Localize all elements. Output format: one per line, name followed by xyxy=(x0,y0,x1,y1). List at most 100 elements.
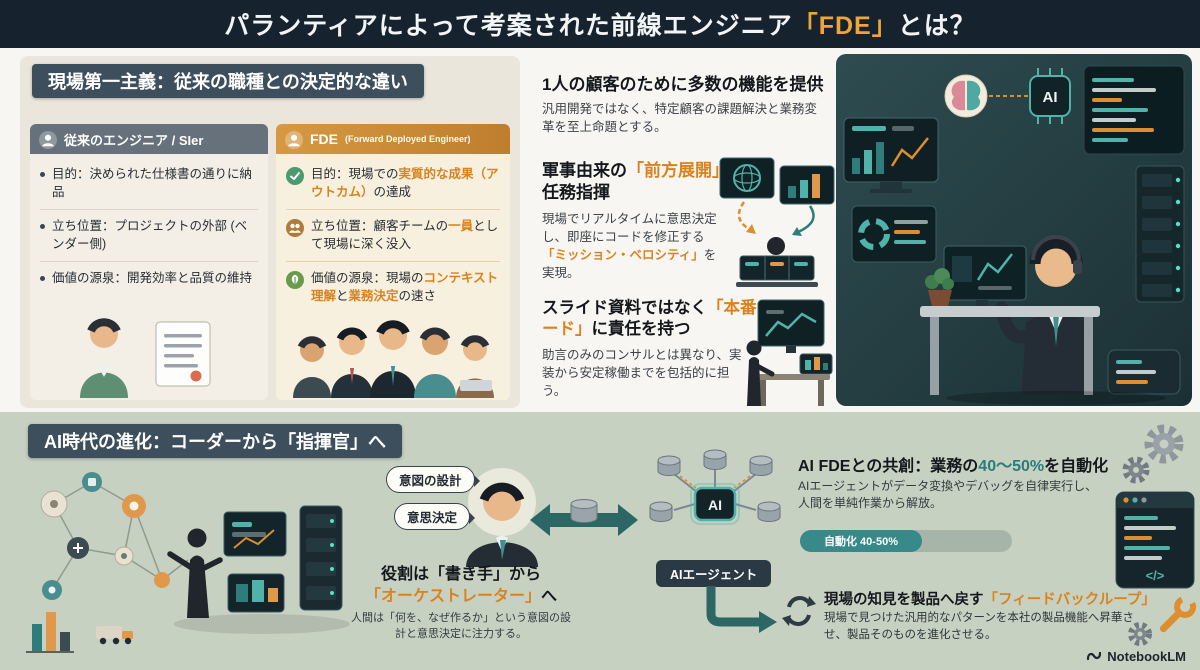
point3-title: スライド資料ではなく「本番コード」に責任を持つ xyxy=(542,298,782,340)
database-icon xyxy=(657,455,681,476)
role-heading: 役割は「書き手」から「オーケストレーター」へ xyxy=(346,564,576,607)
truck-icon xyxy=(96,626,133,645)
database-icon xyxy=(649,501,673,522)
bullet-text-pre: 立ち位置：顧客チームの xyxy=(311,219,449,233)
feedback-loop-icon xyxy=(780,592,818,630)
ai-hub-illustration: AI xyxy=(636,446,794,558)
floor-shadow xyxy=(946,391,1166,405)
point3-title-pre: スライド資料ではなく xyxy=(542,299,707,317)
bullet-text: 目的：決められた仕様書の通りに納品 xyxy=(52,167,253,199)
globe-monitor-icon xyxy=(719,157,775,199)
check-icon xyxy=(286,167,304,185)
monitor-cluster-illustration xyxy=(223,505,343,613)
point2-body-highlight: 「ミッション・ベロシティ」 xyxy=(542,248,704,263)
code-panel-illustration xyxy=(1083,65,1185,155)
mini-bar-chart xyxy=(26,612,74,653)
bullet-text: 立ち位置：顧客チームの一員として現場に深く没入 xyxy=(311,218,500,253)
notebooklm-logo-icon xyxy=(1087,651,1102,661)
commander-illustration xyxy=(452,462,552,567)
automation-progress-label: 自動化 40-50% xyxy=(824,536,898,548)
point1-title: 1人の顧客のために多数の機能を提供 xyxy=(542,75,824,94)
bullet-text: 立ち位置：プロジェクトの外部 (ベンダー側) xyxy=(52,219,248,251)
automation-progress-fill: 自動化 40-50% xyxy=(800,530,922,552)
bullet-text-post: として現場に深く没入 xyxy=(311,219,499,251)
header-bar: パランティアによって考案された前線エンジニア「FDE」とは？ xyxy=(0,0,1200,48)
cocreation-title-highlight: 40〜50% xyxy=(978,458,1045,475)
feedback-title-pre: 現場の知見を製品へ戻す xyxy=(824,592,984,608)
wrench-icon xyxy=(1159,595,1197,633)
point2-body: 現場でリアルタイムに意思決定し、即座にコードを修正する「ミッション・ベロシティ」… xyxy=(542,210,725,283)
gear-icon xyxy=(1144,424,1184,464)
comparison-section-title: 現場第一主義：従来の職種との決定的な違い xyxy=(32,64,424,98)
feedback-title-highlight: 「フィードバックループ」 xyxy=(983,592,1156,608)
desk-monitor-illustration xyxy=(943,245,1027,309)
laptop-icon xyxy=(460,380,492,391)
leaf-icon xyxy=(286,271,304,289)
page-title: パランティアによって考案された前線エンジニア「FDE」とは？ xyxy=(224,6,976,42)
database-icon xyxy=(749,455,773,476)
desk-illustration xyxy=(920,306,1100,395)
fde-header-sublabel: (Forward Deployed Engineer) xyxy=(345,134,471,144)
traditional-column: 従来のエンジニア / SIer 目的：決められた仕様書の通りに納品 立ち位置：プ… xyxy=(30,124,268,400)
database-icon xyxy=(570,499,598,523)
list-item: 目的：決められた仕様書の通りに納品 xyxy=(40,158,258,210)
list-item: 価値の源泉：開発効率と品質の維持 xyxy=(40,262,258,296)
fde-header-label: FDE xyxy=(310,131,338,147)
fde-team-illustration xyxy=(280,302,506,398)
server-rack-illustration xyxy=(1135,165,1185,303)
exchange-arrow-illustration xyxy=(530,492,638,548)
production-code-illustration xyxy=(742,296,842,408)
bullet-dot xyxy=(40,224,45,229)
role-heading-line1: 役割は「書き手」から xyxy=(380,566,541,583)
bullet-text-post: の達成 xyxy=(373,184,412,199)
role-heading-post: へ xyxy=(541,587,558,605)
evolution-section-title: AI時代の進化：コーダーから「指揮官」へ xyxy=(28,424,402,458)
point3-title-post: に責任を持つ xyxy=(591,320,691,339)
cocreation-title: AI FDEとの共創：業務の40〜50%を自動化 xyxy=(798,452,1133,476)
gear-icon xyxy=(1128,622,1152,646)
bullet-text-highlight: 業務決定 xyxy=(348,288,399,303)
brand-watermark: NotebookLM xyxy=(1086,648,1186,664)
fde-bullet-list: 目的：現場での実質的な成果（アウトカム）の達成 立ち位置：顧客チームの一員として… xyxy=(276,154,510,313)
bullet-dot xyxy=(40,276,45,281)
database-icon xyxy=(757,501,781,522)
point2-body-post: を実現。 xyxy=(542,248,717,281)
traditional-bullet-list: 目的：決められた仕様書の通りに納品 立ち位置：プロジェクトの外部 (ベンダー側)… xyxy=(30,154,268,296)
gear-icon xyxy=(1122,456,1150,484)
role-block: 役割は「書き手」から「オーケストレーター」へ 人間は「何を、なぜ作るか」という意… xyxy=(346,564,576,643)
title-text-post: とは？ xyxy=(897,12,976,40)
cocreation-title-pre: AI FDEとの共創：業務の xyxy=(798,458,979,475)
tooling-illustration: </> xyxy=(1112,418,1198,668)
speech-bubble-intent: 意図の設計 xyxy=(386,466,480,493)
network-links xyxy=(51,481,189,591)
bullet-dot xyxy=(40,172,45,177)
brain-icon xyxy=(944,74,988,118)
feedback-title: 現場の知見を製品へ戻す「フィードバックループ」 xyxy=(824,588,1169,609)
bullet-text-pre: 価値の源泉：現場の xyxy=(311,271,424,285)
bullet-text: 価値の源泉：開発効率と品質の維持 xyxy=(52,271,253,285)
point1-body: 汎用開発ではなく、特定顧客の課題解決と業務変革を至上命題とする。 xyxy=(542,102,818,135)
list-item: 目的：現場での実質的な成果（アウトカム）の達成 xyxy=(286,158,500,210)
traditional-engineer-illustration xyxy=(34,302,264,398)
bullet-text-post: の速さ xyxy=(398,288,437,303)
feedback-elbow-arrow xyxy=(697,586,789,638)
list-item: 立ち位置：プロジェクトの外部 (ベンダー側) xyxy=(40,210,258,262)
point3-title-highlight: 「本番コード」 xyxy=(542,299,773,339)
conductor-silhouette xyxy=(167,528,223,618)
bullet-text-mid: と xyxy=(336,288,349,303)
tablet-illustration xyxy=(1107,349,1181,395)
cocreation-body: AIエージェントがデータ変換やデバッグを自律実行し、人間を単純作業から解放。 xyxy=(798,479,1098,511)
standing-person-silhouette xyxy=(746,340,775,406)
operator-illustration xyxy=(736,237,818,287)
person-avatar-icon xyxy=(39,130,57,149)
fde-column: FDE (Forward Deployed Engineer) 目的：現場での実… xyxy=(276,124,510,400)
document-icon xyxy=(155,321,211,387)
point3-body: 助言のみのコンサルとは異なり、実装から安定稼働までを包括的に担う。 xyxy=(542,348,742,399)
database-icon xyxy=(703,449,727,470)
chart-monitor-icon xyxy=(779,165,835,205)
code-window-illustration: </> xyxy=(1115,491,1195,589)
hero-illustration: AI xyxy=(836,54,1192,406)
deployment-illustration xyxy=(718,156,836,290)
bullet-text: 目的：現場での実質的な成果（アウトカム）の達成 xyxy=(311,166,500,201)
